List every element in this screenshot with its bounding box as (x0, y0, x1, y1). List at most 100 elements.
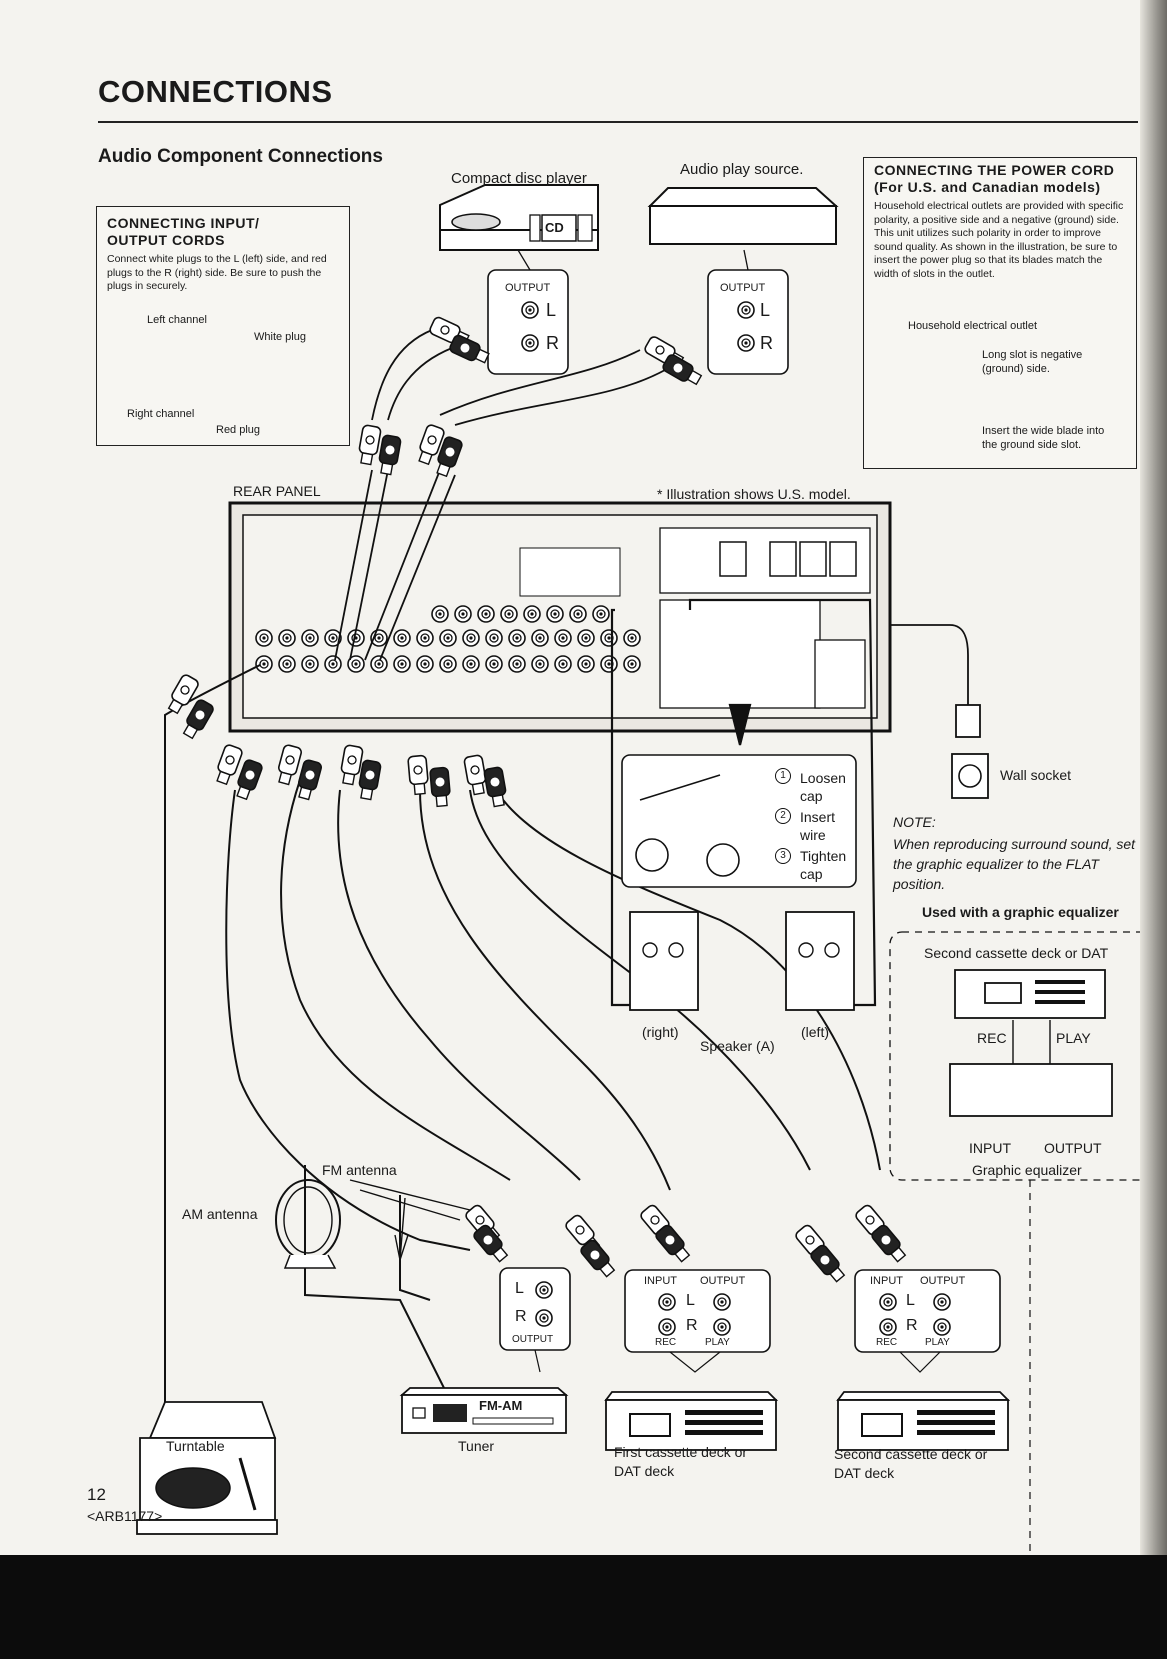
long-slot-line-1: Long slot is negative (982, 349, 1083, 361)
tuner-output-label: OUTPUT (512, 1334, 554, 1345)
step3-line1: Tighten (800, 848, 847, 864)
rear-jack (600, 655, 618, 673)
rear-jack (500, 605, 518, 623)
deck1-input-label: INPUT (644, 1275, 677, 1287)
wall-socket-icon (951, 753, 989, 799)
rear-jack (485, 629, 503, 647)
power-box-heading-1: CONNECTING THE POWER CORD (874, 162, 1115, 178)
deck1-output-label: OUTPUT (700, 1275, 746, 1287)
io-box-heading-2: OUTPUT CORDS (107, 232, 225, 248)
rear-jack (431, 605, 449, 623)
rear-jack (462, 629, 480, 647)
top-cables (334, 329, 666, 661)
note-line-3: position. (893, 876, 946, 892)
rear-jack (569, 605, 587, 623)
tuner-r-label: R (515, 1308, 527, 1325)
audio-source-icon (647, 187, 839, 245)
rear-jack (416, 629, 434, 647)
white-plug-label: White plug (254, 331, 306, 343)
step3-number: 3 (775, 848, 791, 864)
speaker-right-icon (629, 911, 699, 1011)
cd-badge: CD (545, 220, 564, 235)
rear-jack (393, 655, 411, 673)
rear-jack (592, 605, 610, 623)
power-cord-box: CONNECTING THE POWER CORD (For U.S. and … (863, 157, 1137, 469)
rear-jack (416, 655, 434, 673)
eq-play-label: PLAY (1056, 1030, 1091, 1046)
rear-jack (370, 655, 388, 673)
step1-line1: Loosen (800, 770, 846, 786)
page-number: 12 (87, 1485, 106, 1504)
deck2-play-label: PLAY (925, 1337, 950, 1348)
rear-jack (554, 629, 572, 647)
insert-blade-line-1: Insert the wide blade into (982, 425, 1105, 437)
rear-jack (301, 629, 319, 647)
power-cord (890, 624, 981, 738)
scan-dark-border (0, 1555, 1167, 1659)
step1-line2: cap (800, 788, 823, 804)
cd-output-panel (487, 249, 569, 375)
power-box-body: Household electrical outlets are provide… (874, 200, 1124, 280)
note-line-2: the graphic equalizer to the FLAT (893, 856, 1099, 872)
speaker-a-label: Speaker (A) (700, 1038, 775, 1054)
rear-jack (301, 655, 319, 673)
am-antenna-icon (275, 1179, 341, 1269)
source-r-label: R (760, 333, 773, 353)
rear-jack (577, 655, 595, 673)
title-rule (98, 121, 1138, 123)
rear-jack (554, 655, 572, 673)
cd-player-icon (439, 184, 599, 251)
eq-deck-label: Second cassette deck or DAT (924, 945, 1109, 961)
deck2-output-label: OUTPUT (920, 1275, 966, 1287)
cd-player-label: Compact disc player (451, 170, 587, 187)
cd-l-label: L (546, 300, 557, 320)
rear-jack (531, 655, 549, 673)
page-title: CONNECTIONS (98, 74, 333, 109)
tuner-badge: FM-AM (479, 1398, 523, 1413)
tuner-output-panel (499, 1267, 571, 1373)
illustration-note: * Illustration shows U.S. model. (657, 486, 851, 502)
eq-rec-label: REC (977, 1030, 1007, 1046)
first-deck-label-2: DAT deck (614, 1463, 675, 1479)
rear-jack (546, 605, 564, 623)
insert-blade-line-2: the ground side slot. (982, 439, 1082, 451)
deck2-l-label: L (906, 1292, 915, 1309)
rear-jack (393, 629, 411, 647)
rear-jack (255, 629, 273, 647)
source-output-panel (707, 249, 789, 375)
eq-second-deck-icon (954, 969, 1106, 1019)
deck1-l-label: L (686, 1292, 695, 1309)
doc-code: <ARB1177> (87, 1508, 163, 1524)
long-slot-line-2: (ground) side. (982, 363, 1050, 375)
rear-jack (324, 655, 342, 673)
turntable-icon (136, 1401, 278, 1535)
deck1-r-label: R (686, 1317, 698, 1334)
deck1-play-label: PLAY (705, 1337, 730, 1348)
receiver-rear-panel (228, 501, 892, 733)
tuner-label: Tuner (458, 1438, 495, 1454)
rear-jack (278, 629, 296, 647)
audio-source-label: Audio play source. (680, 161, 804, 178)
rear-panel-label: REAR PANEL (233, 483, 321, 499)
rear-jack (454, 605, 472, 623)
rear-jack (623, 655, 641, 673)
deck1-rec-label: REC (655, 1337, 677, 1348)
eq-caption: Graphic equalizer (972, 1162, 1082, 1178)
tuner-icon (399, 1387, 569, 1434)
rear-jack (477, 605, 495, 623)
speaker-left-label: (left) (801, 1024, 829, 1040)
left-channel-label: Left channel (147, 314, 207, 326)
outlet-label: Household electrical outlet (908, 320, 1038, 332)
tuner-l-label: L (515, 1280, 524, 1297)
step2-line1: Insert (800, 809, 836, 825)
rear-jack (577, 629, 595, 647)
first-deck-icon (604, 1391, 779, 1451)
section-subtitle: Audio Component Connections (98, 146, 383, 167)
deck2-rec-label: REC (876, 1337, 898, 1348)
rear-jack (485, 655, 503, 673)
eq-output-label: OUTPUT (1044, 1140, 1102, 1156)
cd-r-label: R (546, 333, 559, 353)
step2-line2: wire (800, 827, 826, 843)
rear-jack (462, 655, 480, 673)
